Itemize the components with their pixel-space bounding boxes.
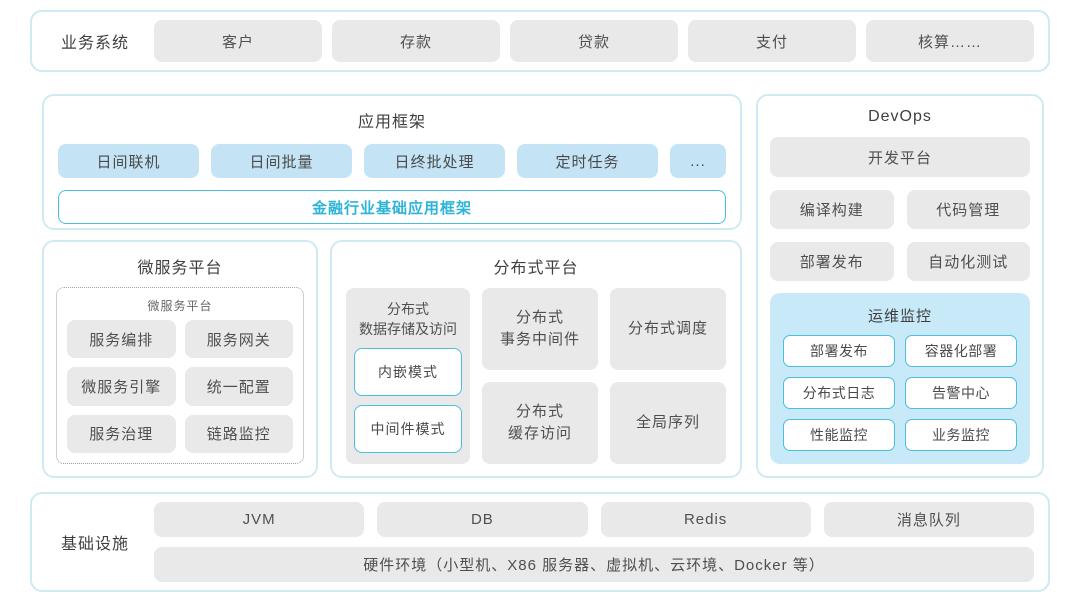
microservice-grid: 服务编排 服务网关 微服务引擎 统一配置 服务治理 链路监控	[67, 320, 293, 453]
micro-item-engine: 微服务引擎	[67, 367, 176, 406]
business-item-customer: 客户	[154, 20, 322, 62]
business-item-loan: 贷款	[510, 20, 678, 62]
devops-dev-platform: 开发平台	[770, 137, 1030, 177]
business-item-accounting: 核算……	[866, 20, 1034, 62]
micro-item-tracing: 链路监控	[184, 414, 293, 453]
devops-item-build: 编译构建	[770, 190, 894, 229]
distributed-panel: 分布式平台 分布式 数据存储及访问 内嵌模式 中间件模式 分布式 事务中间件 分…	[330, 240, 742, 478]
distributed-title: 分布式平台	[493, 260, 579, 277]
business-item-deposit: 存款	[332, 20, 500, 62]
devops-item-deploy: 部署发布	[770, 242, 894, 281]
infrastructure-content: JVM DB Redis 消息队列 硬件环境（小型机、X86 服务器、虚拟机、云…	[154, 502, 1034, 582]
monitor-item-performance: 性能监控	[783, 419, 895, 451]
ops-monitoring-title: 运维监控	[867, 308, 932, 325]
distributed-grid: 分布式 数据存储及访问 内嵌模式 中间件模式 分布式 事务中间件 分布式调度 分…	[346, 288, 726, 464]
micro-item-governance: 服务治理	[67, 414, 176, 453]
ops-monitoring-panel: 运维监控 部署发布 容器化部署 分布式日志 告警中心 性能监控 业务监控	[770, 293, 1030, 464]
app-framework-panel: 应用框架 日间联机 日间批量 日终批处理 定时任务 ... 金融行业基础应用框架	[42, 94, 742, 230]
global-sequence-card: 全局序列	[610, 382, 726, 464]
microservice-title: 微服务平台	[137, 260, 223, 277]
monitor-item-deploy: 部署发布	[783, 335, 895, 367]
hardware-environment-bar: 硬件环境（小型机、X86 服务器、虚拟机、云环境、Docker 等）	[154, 547, 1034, 582]
monitor-item-business: 业务监控	[905, 419, 1017, 451]
lower-row: 微服务平台 微服务平台 服务编排 服务网关 微服务引擎 统一配置 服务治理 链路…	[42, 240, 742, 478]
distributed-storage-title: 分布式 数据存储及访问	[359, 301, 457, 337]
infra-item-db: DB	[377, 502, 588, 537]
devops-title: DevOps	[868, 108, 932, 125]
infra-item-mq: 消息队列	[823, 502, 1034, 537]
distributed-transaction-card: 分布式 事务中间件	[482, 288, 598, 370]
framework-item-more: ...	[670, 144, 726, 178]
business-systems-label: 业务系统	[60, 35, 129, 52]
monitor-item-logs: 分布式日志	[783, 377, 895, 409]
micro-item-orchestration: 服务编排	[67, 320, 176, 359]
devops-item-auto-test: 自动化测试	[906, 242, 1030, 281]
micro-item-config: 统一配置	[184, 367, 293, 406]
main-area: 应用框架 日间联机 日间批量 日终批处理 定时任务 ... 金融行业基础应用框架…	[42, 94, 1044, 478]
framework-item-scheduled-tasks: 定时任务	[517, 144, 658, 178]
devops-item-code-mgmt: 代码管理	[906, 190, 1030, 229]
infra-item-jvm: JVM	[154, 502, 365, 537]
storage-mode-embedded: 内嵌模式	[354, 348, 462, 397]
micro-item-gateway: 服务网关	[184, 320, 293, 359]
framework-item-eod-batch: 日终批处理	[364, 144, 505, 178]
devops-grid: 编译构建 代码管理 部署发布 自动化测试	[770, 190, 1030, 281]
monitor-item-container: 容器化部署	[905, 335, 1017, 367]
app-framework-row: 日间联机 日间批量 日终批处理 定时任务 ...	[58, 144, 726, 178]
business-item-payment: 支付	[688, 20, 856, 62]
infrastructure-row: JVM DB Redis 消息队列	[154, 502, 1034, 537]
microservice-inner-box: 微服务平台 服务编排 服务网关 微服务引擎 统一配置 服务治理 链路监控	[56, 287, 304, 464]
distributed-scheduling-card: 分布式调度	[610, 288, 726, 370]
storage-mode-middleware: 中间件模式	[354, 405, 462, 454]
microservice-panel: 微服务平台 微服务平台 服务编排 服务网关 微服务引擎 统一配置 服务治理 链路…	[42, 240, 318, 478]
business-systems-bar: 业务系统 客户 存款 贷款 支付 核算……	[30, 10, 1050, 72]
app-framework-title: 应用框架	[357, 114, 426, 131]
ops-monitoring-grid: 部署发布 容器化部署 分布式日志 告警中心 性能监控 业务监控	[783, 335, 1017, 451]
devops-panel: DevOps 开发平台 编译构建 代码管理 部署发布 自动化测试 运维监控 部署…	[756, 94, 1044, 478]
microservice-inner-title: 微服务平台	[147, 299, 213, 313]
monitor-item-alerts: 告警中心	[905, 377, 1017, 409]
infrastructure-label: 基础设施	[60, 536, 129, 553]
distributed-storage-card: 分布式 数据存储及访问 内嵌模式 中间件模式	[346, 288, 470, 464]
left-column: 应用框架 日间联机 日间批量 日终批处理 定时任务 ... 金融行业基础应用框架…	[42, 94, 742, 478]
distributed-cache-card: 分布式 缓存访问	[482, 382, 598, 464]
framework-item-daytime-online: 日间联机	[58, 144, 199, 178]
framework-item-daytime-batch: 日间批量	[211, 144, 352, 178]
financial-base-framework: 金融行业基础应用框架	[58, 190, 726, 224]
infrastructure-bar: 基础设施 JVM DB Redis 消息队列 硬件环境（小型机、X86 服务器、…	[30, 492, 1050, 592]
infra-item-redis: Redis	[600, 502, 811, 537]
